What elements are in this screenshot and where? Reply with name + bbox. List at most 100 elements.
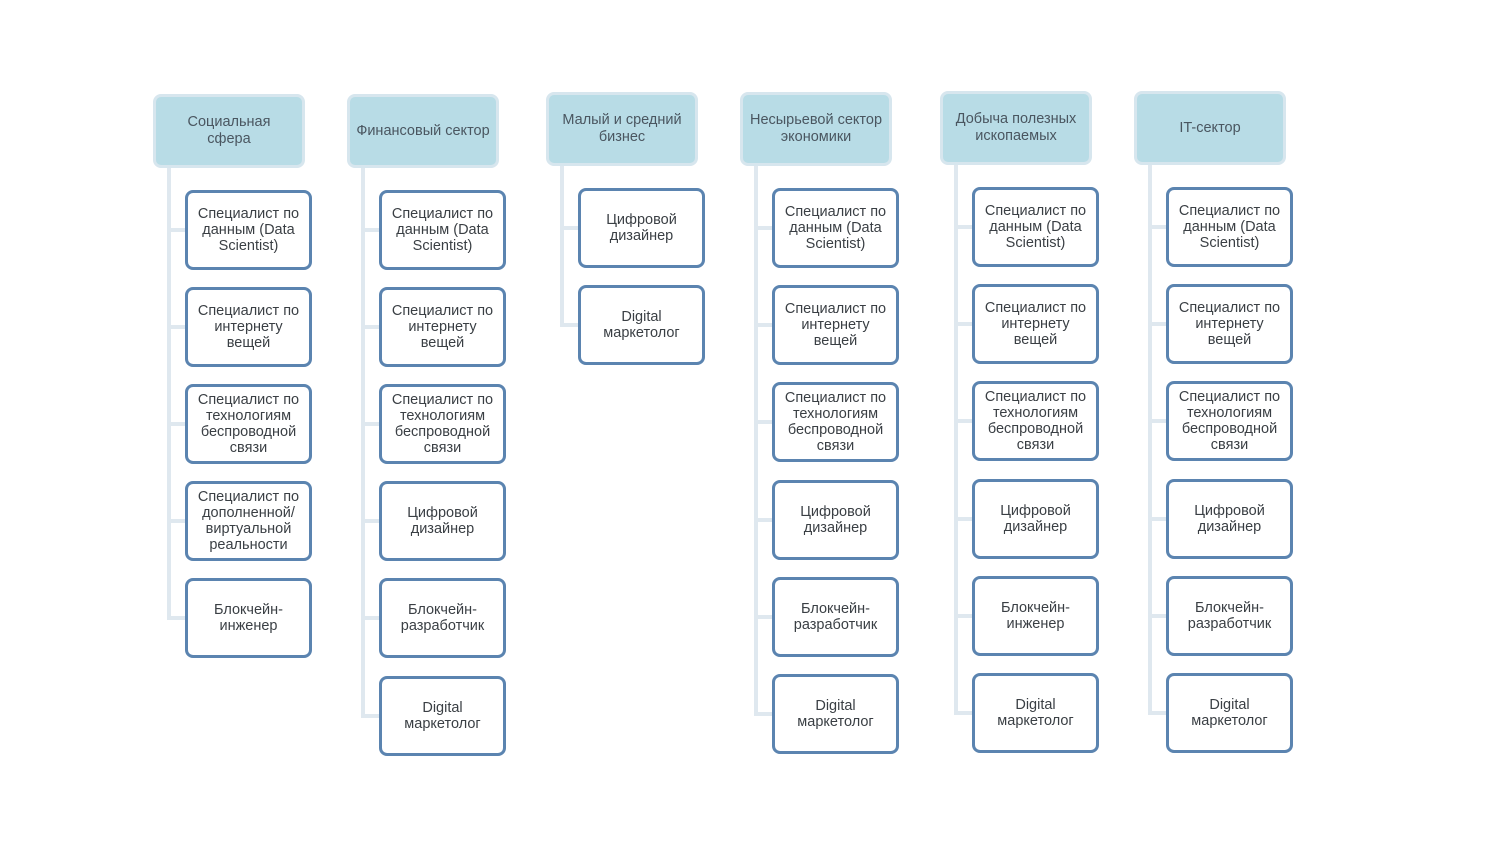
connector-horizontal: [954, 711, 974, 715]
profession-label: Специалист по технологиям беспроводной с…: [1178, 389, 1281, 453]
connector-horizontal: [954, 614, 974, 618]
connector-horizontal: [167, 228, 187, 232]
profession-box: Блокчейн-инженер: [972, 576, 1099, 656]
connector-horizontal: [754, 420, 774, 424]
profession-box: Digital маркетолог: [972, 673, 1099, 753]
profession-box: Digital маркетолог: [578, 285, 705, 365]
connector-horizontal: [560, 323, 580, 327]
connector-horizontal: [754, 518, 774, 522]
sector-header-label: Социальная сфера: [187, 114, 271, 147]
profession-box: Специалист по данным (Data Scientist): [972, 187, 1099, 267]
profession-label: Цифровой дизайнер: [407, 505, 478, 537]
profession-box: Специалист по данным (Data Scientist): [185, 190, 312, 270]
connector-vertical: [560, 166, 564, 327]
sector-header-label: Несырьевой сектор экономики: [749, 112, 883, 145]
profession-label: Digital маркетолог: [404, 700, 481, 732]
profession-label: Блокчейн-разработчик: [793, 601, 878, 633]
profession-box: Цифровой дизайнер: [1166, 479, 1293, 559]
profession-label: Специалист по данным (Data Scientist): [197, 206, 300, 254]
connector-horizontal: [361, 325, 381, 329]
connector-vertical: [1148, 165, 1152, 715]
connector-horizontal: [1148, 322, 1168, 326]
connector-horizontal: [754, 323, 774, 327]
profession-label: Специалист по технологиям беспроводной с…: [391, 392, 494, 456]
connector-horizontal: [361, 228, 381, 232]
profession-label: Специалист по дополненной/виртуальной ре…: [197, 489, 300, 553]
profession-box: Специалист по технологиям беспроводной с…: [1166, 381, 1293, 461]
profession-label: Специалист по данным (Data Scientist): [984, 203, 1087, 251]
sector-header: IT-сектор: [1134, 91, 1286, 165]
profession-label: Специалист по интернету вещей: [1178, 300, 1281, 348]
profession-box: Специалист по данным (Data Scientist): [772, 188, 899, 268]
profession-box: Цифровой дизайнер: [772, 480, 899, 560]
profession-label: Специалист по данным (Data Scientist): [1178, 203, 1281, 251]
connector-horizontal: [1148, 225, 1168, 229]
connector-horizontal: [167, 422, 187, 426]
sector-header-label: Финансовый сектор: [356, 122, 490, 139]
profession-label: Специалист по технологиям беспроводной с…: [197, 392, 300, 456]
connector-horizontal: [954, 517, 974, 521]
profession-label: Специалист по данным (Data Scientist): [784, 204, 887, 252]
profession-label: Специалист по интернету вещей: [391, 303, 494, 351]
profession-box: Специалист по интернету вещей: [1166, 284, 1293, 364]
connector-vertical: [954, 165, 958, 715]
profession-box: Блокчейн-разработчик: [379, 578, 506, 658]
profession-box: Специалист по технологиям беспроводной с…: [772, 382, 899, 462]
profession-box: Digital маркетолог: [379, 676, 506, 756]
sector-header: Социальная сфера: [153, 94, 305, 168]
connector-vertical: [754, 166, 758, 716]
profession-box: Специалист по данным (Data Scientist): [379, 190, 506, 270]
profession-box: Блокчейн-разработчик: [1166, 576, 1293, 656]
profession-label: Блокчейн-разработчик: [1187, 600, 1272, 632]
connector-horizontal: [1148, 517, 1168, 521]
profession-label: Цифровой дизайнер: [800, 504, 871, 536]
profession-label: Специалист по данным (Data Scientist): [391, 206, 494, 254]
profession-box: Специалист по технологиям беспроводной с…: [972, 381, 1099, 461]
profession-label: Специалист по интернету вещей: [197, 303, 300, 351]
profession-label: Специалист по интернету вещей: [784, 301, 887, 349]
profession-label: Цифровой дизайнер: [1194, 503, 1265, 535]
connector-horizontal: [361, 422, 381, 426]
profession-label: Цифровой дизайнер: [606, 212, 677, 244]
connector-horizontal: [1148, 711, 1168, 715]
profession-box: Блокчейн-разработчик: [772, 577, 899, 657]
profession-box: Специалист по дополненной/виртуальной ре…: [185, 481, 312, 561]
profession-label: Digital маркетолог: [997, 697, 1074, 729]
connector-horizontal: [754, 615, 774, 619]
profession-box: Специалист по данным (Data Scientist): [1166, 187, 1293, 267]
sector-header: Несырьевой сектор экономики: [740, 92, 892, 166]
sector-header-label: IT-сектор: [1179, 119, 1241, 136]
profession-label: Digital маркетолог: [603, 309, 680, 341]
profession-label: Специалист по интернету вещей: [984, 300, 1087, 348]
sector-header: Финансовый сектор: [347, 94, 499, 168]
connector-horizontal: [361, 616, 381, 620]
profession-label: Специалист по технологиям беспроводной с…: [984, 389, 1087, 453]
profession-box: Специалист по технологиям беспроводной с…: [379, 384, 506, 464]
profession-box: Специалист по технологиям беспроводной с…: [185, 384, 312, 464]
profession-label: Блокчейн-инженер: [214, 602, 283, 634]
connector-horizontal: [754, 712, 774, 716]
sector-header-label: Малый и средний бизнес: [562, 112, 682, 145]
profession-box: Специалист по интернету вещей: [379, 287, 506, 367]
profession-label: Блокчейн-разработчик: [400, 602, 485, 634]
profession-box: Специалист по интернету вещей: [972, 284, 1099, 364]
profession-label: Digital маркетолог: [1191, 697, 1268, 729]
connector-vertical: [361, 168, 365, 718]
profession-box: Digital маркетолог: [772, 674, 899, 754]
profession-box: Цифровой дизайнер: [379, 481, 506, 561]
connector-horizontal: [954, 322, 974, 326]
profession-box: Цифровой дизайнер: [578, 188, 705, 268]
connector-horizontal: [167, 519, 187, 523]
sector-header-label: Добыча полезных ископаемых: [955, 111, 1077, 144]
profession-box: Специалист по интернету вещей: [185, 287, 312, 367]
connector-horizontal: [1148, 614, 1168, 618]
profession-label: Блокчейн-инженер: [1001, 600, 1070, 632]
connector-vertical: [167, 168, 171, 620]
profession-label: Digital маркетолог: [797, 698, 874, 730]
